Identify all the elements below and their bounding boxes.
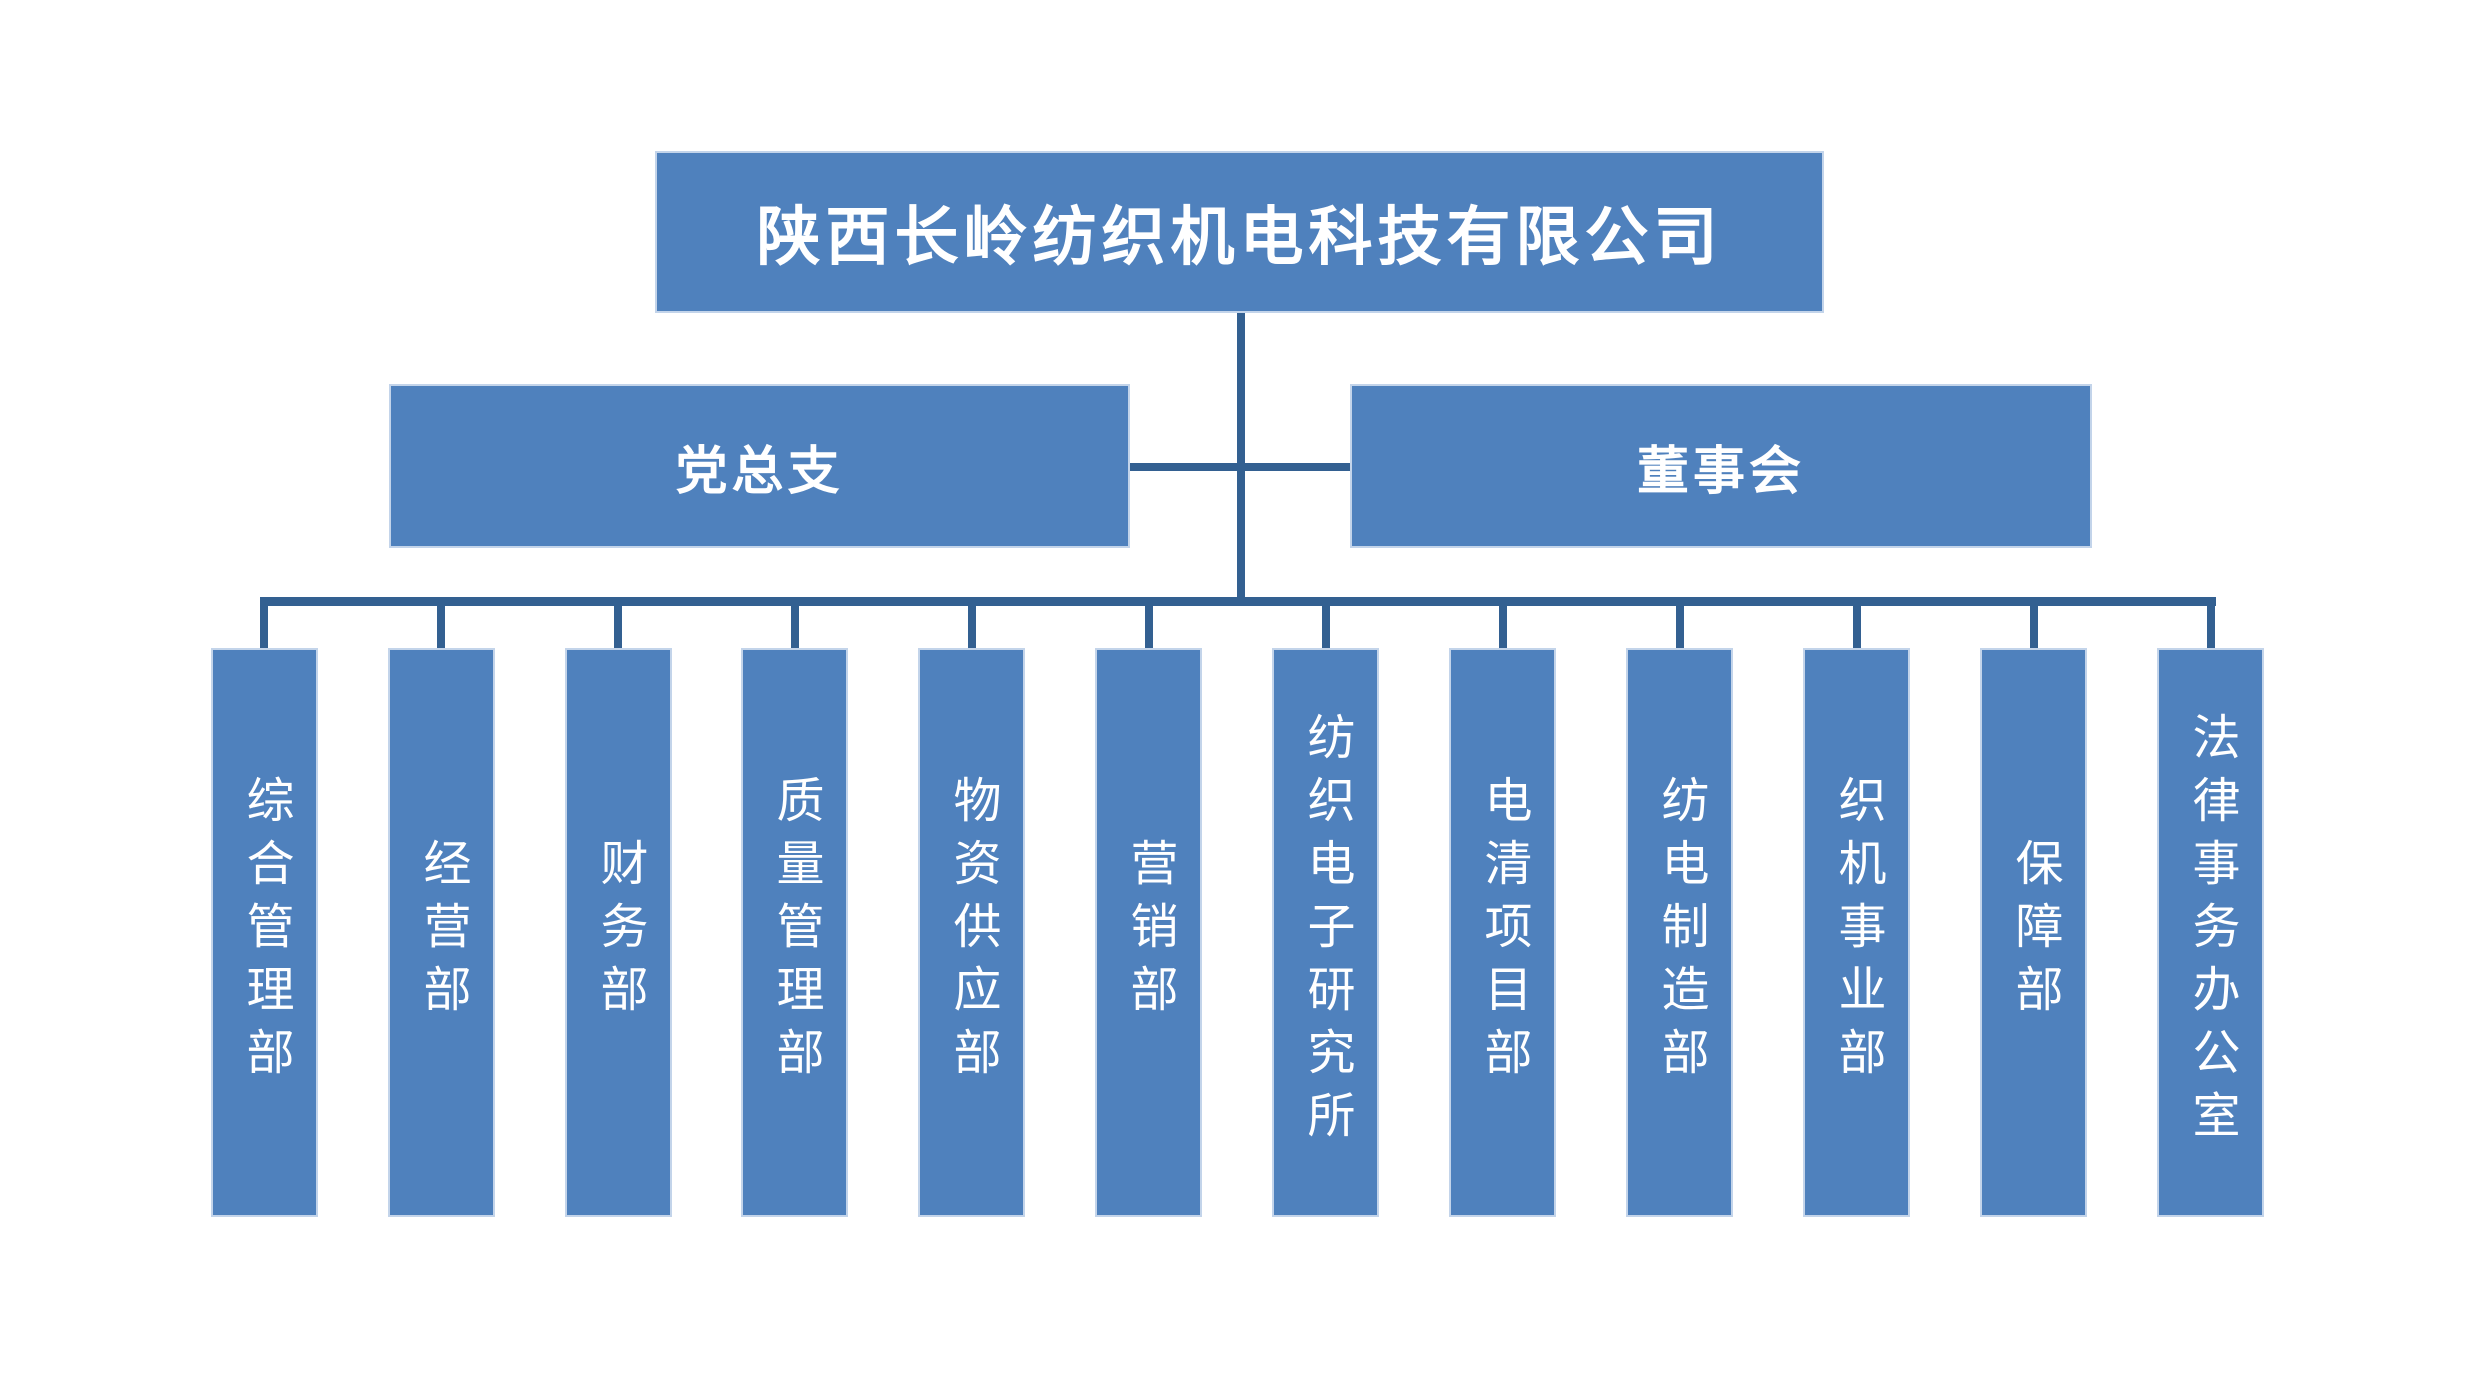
connector-distribution-bar [260, 597, 2216, 606]
connector-drop-2 [437, 600, 445, 650]
dept-box-marketing: 营销部 [1095, 648, 1202, 1217]
dept-box-support: 保障部 [1980, 648, 2087, 1217]
dept-box-material-supply: 物资供应部 [918, 648, 1025, 1217]
dept-label: 织机事业部 [1830, 775, 1884, 1090]
dept-box-finance: 财务部 [565, 648, 672, 1217]
connector-drop-3 [614, 600, 622, 650]
dept-box-quality-management: 质量管理部 [741, 648, 848, 1217]
dept-label: 电清项目部 [1476, 775, 1530, 1090]
dept-box-operations: 经营部 [388, 648, 495, 1217]
dept-label: 综合管理部 [238, 775, 292, 1090]
dept-label: 保障部 [2007, 838, 2061, 1027]
dept-box-loom-business: 织机事业部 [1803, 648, 1910, 1217]
connector-drop-6 [1145, 600, 1153, 650]
connector-drop-11 [2030, 600, 2038, 650]
connector-level2-horizontal [1130, 463, 1350, 471]
party-committee-label: 党总支 [675, 442, 844, 501]
board-of-directors-box: 董事会 [1350, 384, 2092, 548]
connector-drop-8 [1499, 600, 1507, 650]
dept-label: 营销部 [1122, 838, 1176, 1027]
connector-drop-5 [968, 600, 976, 650]
dept-box-textile-electronics-institute: 纺织电子研究所 [1272, 648, 1379, 1217]
board-of-directors-label: 董事会 [1636, 442, 1805, 501]
connector-drop-4 [791, 600, 799, 650]
connector-drop-10 [1853, 600, 1861, 650]
dept-box-textile-electric-manufacturing: 纺电制造部 [1626, 648, 1733, 1217]
connector-drop-12 [2207, 600, 2215, 650]
dept-box-yarn-clearer-project: 电清项目部 [1449, 648, 1556, 1217]
company-root-box: 陕西长岭纺织机电科技有限公司 [655, 151, 1824, 313]
dept-label: 纺织电子研究所 [1299, 712, 1353, 1153]
dept-label: 物资供应部 [945, 775, 999, 1090]
connector-drop-9 [1676, 600, 1684, 650]
connector-root-vertical [1237, 313, 1245, 606]
dept-label: 纺电制造部 [1653, 775, 1707, 1090]
dept-label: 经营部 [415, 838, 469, 1027]
connector-drop-1 [260, 600, 268, 650]
dept-box-legal-affairs-office: 法律事务办公室 [2157, 648, 2264, 1217]
dept-label: 法律事务办公室 [2184, 712, 2238, 1153]
dept-label: 财务部 [592, 838, 646, 1027]
dept-label: 质量管理部 [768, 775, 822, 1090]
dept-box-general-management: 综合管理部 [211, 648, 318, 1217]
party-committee-box: 党总支 [389, 384, 1130, 548]
company-root-label: 陕西长岭纺织机电科技有限公司 [756, 201, 1723, 273]
connector-drop-7 [1322, 600, 1330, 650]
